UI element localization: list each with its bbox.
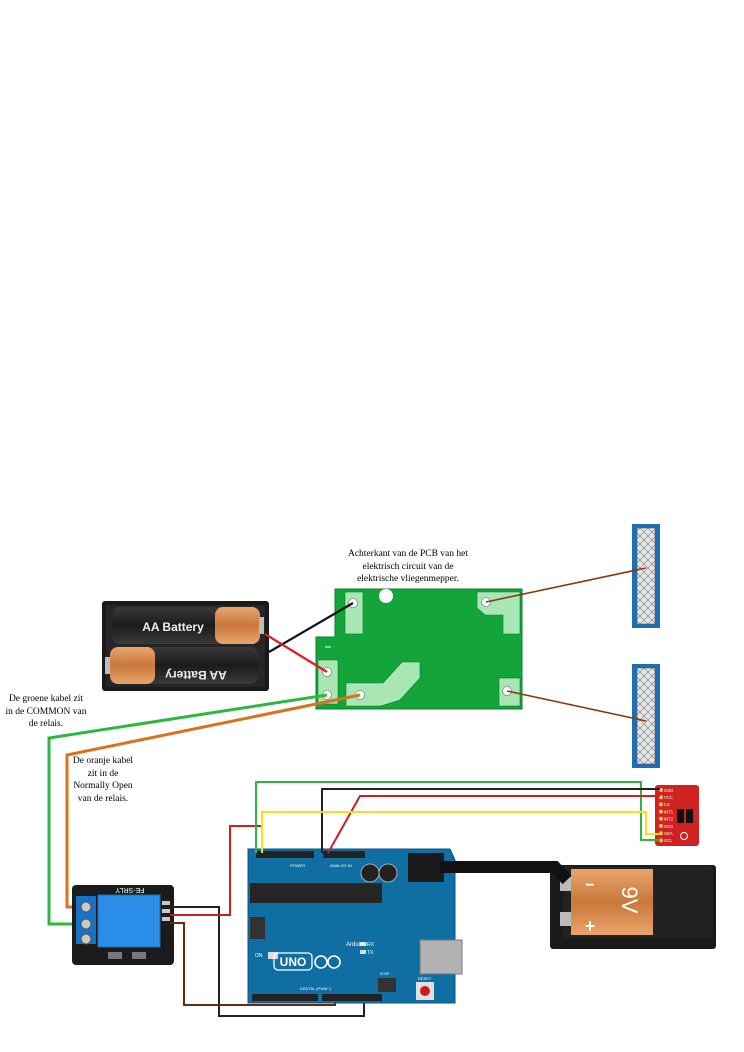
dc-power-jack <box>408 853 444 882</box>
battery-to-pcb-wires <box>264 602 354 673</box>
atmega-chip <box>250 883 382 903</box>
relay-switch-wires <box>47 693 361 926</box>
red-wire-sensor <box>327 795 660 854</box>
aa-battery-bottom: AA Battery <box>105 647 258 684</box>
sensor-pin-pad <box>659 809 663 814</box>
pcb-to-mesh-wires <box>485 567 647 722</box>
sensor-pin-label: INT2 <box>664 817 674 822</box>
pcb-note-line-2: elektrisch circuit van de <box>362 561 454 572</box>
brown-wire-bottom-mesh <box>506 690 647 722</box>
yellow-wire-sensor <box>261 811 660 853</box>
sensor-pin-pad <box>659 816 663 821</box>
green-wire-sensor <box>255 781 660 853</box>
orange-note-line-2: zit in de <box>87 768 119 779</box>
sensor-pin-label: CS <box>664 802 670 807</box>
power-label: POWER <box>290 863 305 868</box>
relay-cube <box>97 894 161 948</box>
battery-9v-minus: − <box>585 877 594 894</box>
power-header <box>256 851 314 858</box>
aa-battery-top: AA Battery <box>112 607 264 644</box>
green-wire <box>47 693 328 926</box>
black-wire-relay <box>170 906 365 1017</box>
aa-battery-pack: AA Battery AA Battery <box>102 601 269 691</box>
sensor-pin-pad <box>659 824 663 828</box>
swatter-mesh-top <box>632 524 660 628</box>
battery-9v-plus: + <box>585 916 596 936</box>
sensor-pin-label: SDO <box>664 824 674 829</box>
relay-label: FE-SRLY <box>115 886 144 893</box>
orange-wire-note: De oranje kabel zit in de Normally Open … <box>58 755 148 805</box>
on-label: ON <box>255 953 263 959</box>
pcb-note: Achterkant van de PCB van het elektrisch… <box>328 548 488 586</box>
aa-battery-top-label: AA Battery <box>142 620 204 634</box>
rx-label: RX <box>367 942 375 948</box>
swatter-pcb <box>315 588 523 710</box>
arduino-uno-board: UNO Arduino ON RX TX RESET ICSP DIGITAL … <box>247 848 463 1004</box>
icsp-label: ICSP <box>380 971 390 976</box>
sensor-pin-label: VCC <box>664 795 673 800</box>
pcb-note-line-1: Achterkant van de PCB van het <box>347 549 469 559</box>
usb-port <box>419 939 463 975</box>
aa-battery-bottom-label: AA Battery <box>165 668 227 682</box>
red-wire-battery-pcb <box>264 633 328 673</box>
digital-header-left <box>252 994 318 1001</box>
relay-module: FE-SRLY <box>72 885 174 965</box>
orange-note-line-3: Normally Open <box>73 781 133 791</box>
brown-wire-top-mesh <box>485 567 647 603</box>
green-wire-note: De groene kabel zit in de COMMON van de … <box>0 693 92 731</box>
uno-label: UNO <box>280 955 307 969</box>
uno-logo: UNO Arduino <box>273 942 367 971</box>
swatter-mesh-bottom <box>632 664 660 768</box>
arduino-brand: Arduino <box>346 942 367 948</box>
green-note-line-3: de relais. <box>28 719 64 729</box>
sensor-pin-label: SCL <box>664 838 673 843</box>
orange-note-line-1: De oranje kabel <box>72 756 134 766</box>
battery-9v-cable <box>440 861 572 885</box>
orange-note-line-4: van de relais. <box>77 793 129 804</box>
relay-terminal-block <box>76 896 96 945</box>
sensor-wires <box>255 781 660 854</box>
sensor-pin-pad <box>659 802 663 807</box>
sensor-pin-label: GND <box>664 788 673 793</box>
digital-label: DIGITAL (PWM~) <box>300 986 332 991</box>
green-note-line-2: in de COMMON van <box>5 706 87 717</box>
analog-label: ANALOG IN <box>330 863 352 868</box>
digital-header-right <box>322 994 382 1001</box>
analog-header <box>323 851 365 858</box>
green-note-line-1: De groene kabel zit <box>8 694 84 704</box>
sensor-pin-label: SDA <box>664 831 673 836</box>
battery-9v: 9V + − <box>550 865 716 949</box>
battery-9v-label: 9V <box>617 887 642 914</box>
tx-label: TX <box>367 950 374 956</box>
black-wire-sensor <box>321 788 660 853</box>
orange-wire <box>65 693 361 909</box>
pcb-note-line-3: elektrische vliegenmepper. <box>357 574 459 584</box>
reset-label: RESET <box>418 976 432 981</box>
sensor-pin-label: INT1 <box>664 809 674 814</box>
